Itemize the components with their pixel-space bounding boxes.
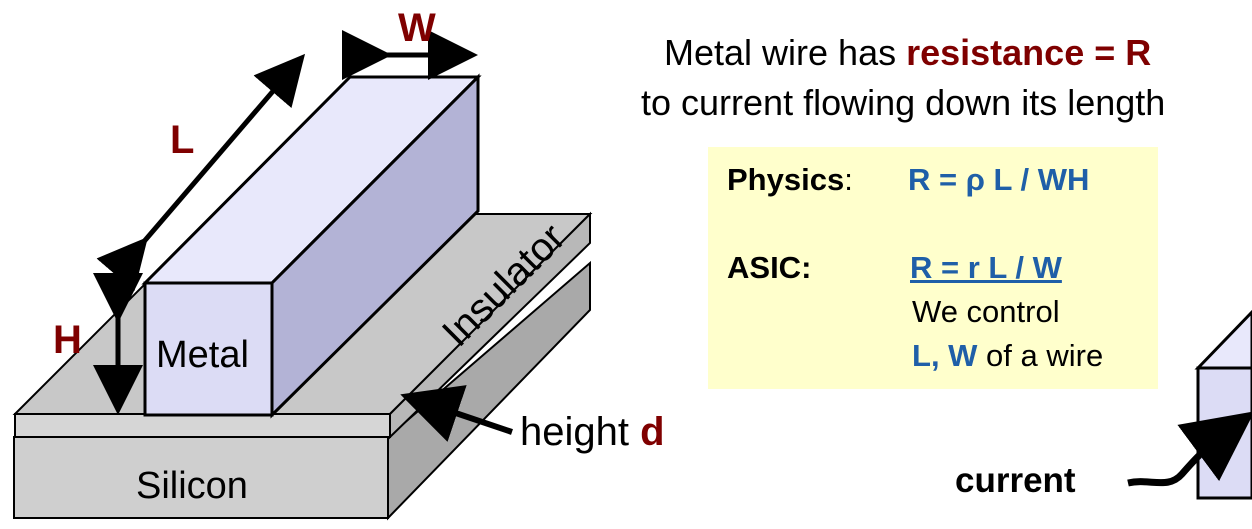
second-wire-top [1194,309,1252,370]
height-label: H [53,318,82,362]
width-label: W [398,6,436,50]
control-suffix: of a wire [977,338,1104,373]
length-label: L [170,118,195,162]
height-d-variable: d [640,410,665,454]
metal-label: Metal [156,334,249,376]
current-arrow [1127,411,1252,487]
physics-formula: R = ρ L / WH [908,162,1090,197]
heading-resistance: resistance = R [906,32,1152,73]
current-label: current [955,461,1076,500]
control-w: W [948,338,978,373]
insulator-front [14,413,391,438]
height-d-pointer-arrow [400,385,513,442]
heading-line-1-prefix: Metal wire has [664,32,907,73]
physics-label: Physics [727,162,845,197]
length-arrow [96,53,306,292]
control-l: L [912,338,931,373]
physics-row: Physics: [727,162,853,198]
heading-line-1: Metal wire has resistance = R [664,32,1151,74]
height-d-prefix: height [520,410,641,454]
asic-formula: R = r L / W [910,250,1062,285]
heading-line-2: to current flowing down its length [641,82,1166,123]
silicon-label: Silicon [136,465,248,507]
asic-label: ASIC: [727,250,812,285]
control-line-2: L, W of a wire [912,338,1103,374]
control-line-1: We control [912,294,1060,329]
formula-box [708,147,1158,389]
control-sep: , [930,338,949,373]
height-d-label: height d [520,410,665,455]
physics-colon: : [844,162,853,197]
